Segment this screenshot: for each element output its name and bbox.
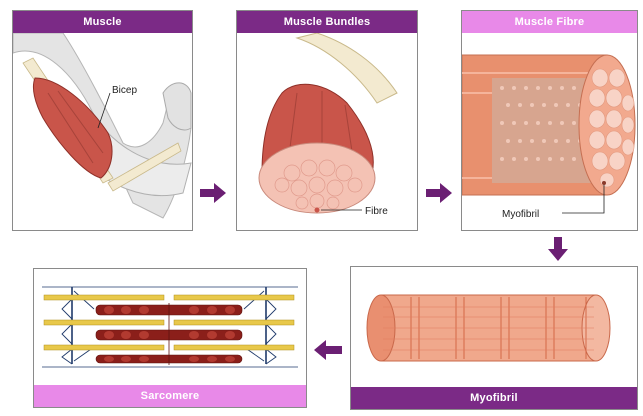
panel-title-muscle: Muscle bbox=[13, 11, 192, 33]
panel-muscle: Muscle Bicep bbox=[12, 10, 193, 231]
myofibril-illustration bbox=[351, 267, 637, 387]
arrow-down-icon bbox=[548, 237, 568, 261]
label-fibre: Fibre bbox=[365, 206, 388, 217]
fibre-illustration: Myofibril bbox=[462, 33, 637, 230]
arrow-right-icon bbox=[200, 183, 226, 203]
bundle-illustration: Fibre bbox=[237, 33, 417, 230]
arrow-left-icon bbox=[314, 340, 342, 360]
label-myofibril: Myofibril bbox=[502, 209, 539, 220]
label-bicep: Bicep bbox=[112, 85, 137, 96]
panel-muscle-bundles: Muscle Bundles Fibre bbox=[236, 10, 418, 231]
panel-title-myofibril: Myofibril bbox=[351, 387, 637, 409]
panel-title-muscle-bundles: Muscle Bundles bbox=[237, 11, 417, 33]
panel-myofibril: Myofibril bbox=[350, 266, 638, 410]
arrow-right-icon bbox=[426, 183, 452, 203]
panel-title-muscle-fibre: Muscle Fibre bbox=[462, 11, 637, 33]
panel-muscle-fibre: Muscle Fibre bbox=[461, 10, 638, 231]
panel-title-sarcomere: Sarcomere bbox=[34, 385, 306, 407]
arm-illustration: Bicep bbox=[13, 33, 192, 230]
panel-sarcomere: Sarcomere bbox=[33, 268, 307, 408]
sarcomere-illustration bbox=[34, 269, 306, 385]
